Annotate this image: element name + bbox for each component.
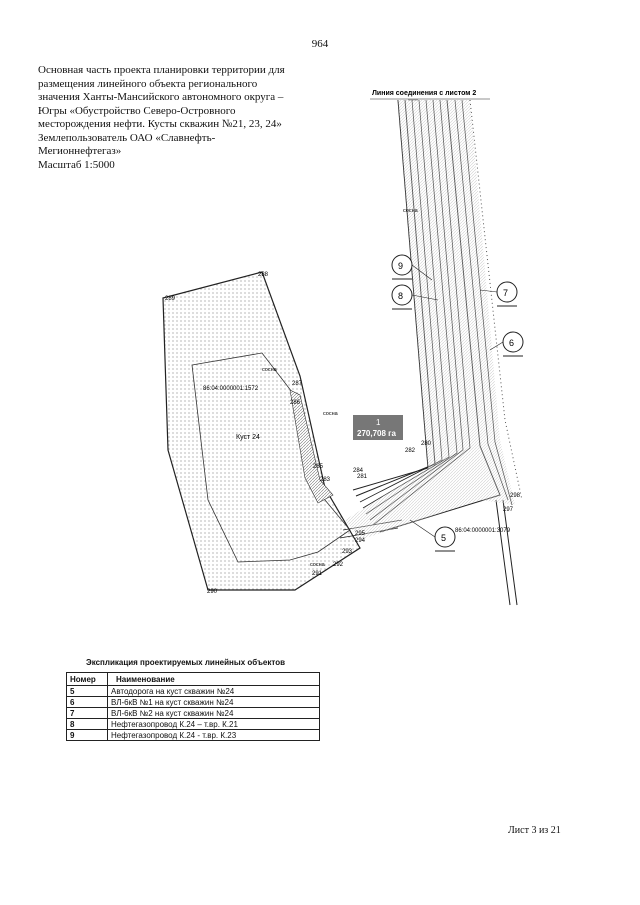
cadastral-left: 86:04:0000001:1572: [203, 386, 259, 392]
legend-header-number: Номер: [66, 672, 108, 686]
legend-row: 8 Нефтегазопровод К.24 – т.вр. К.21: [66, 718, 320, 730]
point-label: 297: [503, 507, 514, 513]
legend-number: 6: [66, 696, 108, 708]
callout-5: 5: [434, 526, 456, 552]
scale-label: Масштаб 1:5000: [38, 158, 115, 171]
legend-row: 7 ВЛ-6кВ №2 на куст скважин №24: [66, 707, 320, 719]
callout-number: 7: [503, 288, 508, 298]
point-label: 291: [312, 571, 323, 577]
legend-number: 7: [66, 707, 108, 719]
legend-name: Автодорога на куст скважин №24: [107, 685, 320, 697]
title-line: Основная часть проекта планировки террит…: [38, 64, 285, 76]
callout-7: 7: [496, 281, 518, 307]
point-label: 280: [421, 441, 432, 447]
point-label: 285: [313, 464, 324, 470]
legend-number: 9: [66, 729, 108, 741]
legend-header-name: Наименование: [107, 672, 320, 686]
point-label: 295: [355, 531, 366, 537]
callout-number: 5: [441, 533, 446, 543]
join-line-label: Линия соединения с листом 2: [372, 90, 476, 97]
point-label: 287: [292, 381, 303, 387]
title-line: Югры «Обустройство Северо-Островного: [38, 104, 236, 117]
point-label: 283: [320, 477, 331, 483]
point-label: 284: [353, 468, 364, 474]
point-label: 282: [405, 448, 416, 454]
callout-9: 9: [391, 254, 413, 280]
boundary-dotted: [469, 99, 523, 501]
legend-name: Нефтегазопровод К.24 - т.вр. К.23: [107, 729, 320, 741]
area-number: 1: [376, 418, 381, 427]
page-number: 964: [311, 38, 329, 50]
callout-6: 6: [502, 331, 524, 357]
point-label: 292: [333, 562, 344, 568]
legend-row: 5 Автодорога на куст скважин №24: [66, 685, 320, 697]
point-label: 290: [207, 589, 218, 595]
legend-name: Нефтегазопровод К.24 – т.вр. К.21: [107, 718, 320, 730]
cadastral-right: 86:04:0000001:3079: [455, 528, 511, 534]
legend-number: 5: [66, 685, 108, 697]
point-label: 289: [165, 296, 176, 302]
legend-name: ВЛ-6кВ №1 на куст скважин №24: [107, 696, 320, 708]
point-label: 281: [357, 474, 368, 480]
callout-number: 8: [398, 291, 403, 301]
legend-number: 8: [66, 718, 108, 730]
point-label: 298: [510, 493, 521, 499]
vegetation-label: сосна: [262, 367, 278, 373]
point-label: 293: [342, 549, 353, 555]
sheet-label: Лист 3 из 21: [508, 825, 561, 836]
title-line: месторождения нефти. Кусты скважин №21, …: [38, 118, 282, 130]
title-line: значения Ханты-Мансийского автономного о…: [38, 91, 284, 103]
legend-header-row: Номер Наименование: [66, 672, 320, 686]
callout-leaders: [409, 264, 504, 538]
document-title: Основная часть проекта планировки террит…: [38, 64, 328, 172]
area-value: 270,708 га: [357, 429, 396, 438]
area-label-bg: [353, 415, 403, 440]
road-area: [289, 389, 334, 504]
well-pad-area: [162, 271, 361, 591]
legend-name: ВЛ-6кВ №2 на куст скважин №24: [107, 707, 320, 719]
pad-label: Куст 24: [236, 434, 260, 441]
title-line: Мегионнефтегаз»: [38, 145, 122, 157]
legend-title: Экспликация проектируемых линейных объек…: [86, 658, 285, 667]
planning-map: Линия соединения с листом 2 1 270,708 га…: [162, 90, 524, 606]
legend-table: Номер Наименование 5 Автодорога на куст …: [66, 672, 320, 741]
vegetation-label: сосна: [323, 411, 339, 417]
callout-number: 6: [509, 338, 514, 348]
legend-row: 6 ВЛ-6кВ №1 на куст скважин №24: [66, 696, 320, 708]
title-line: Землепользователь ОАО «Славнефть-: [38, 131, 216, 144]
point-label: 286: [290, 400, 301, 406]
vegetation-label: сосна: [403, 208, 419, 214]
title-line: размещения линейного объекта регионально…: [38, 77, 258, 90]
point-labels: 288 289 287 286 285 283 284 282 281 280 …: [165, 272, 521, 595]
corridor-band: [345, 100, 515, 540]
callout-8: 8: [391, 284, 413, 310]
vegetation-label: сосна: [310, 562, 326, 568]
legend-row: 9 Нефтегазопровод К.24 - т.вр. К.23: [66, 729, 320, 741]
well-pad-inner: [191, 352, 351, 563]
point-label: 288: [258, 272, 269, 278]
callout-number: 9: [398, 261, 403, 271]
point-label: 294: [355, 538, 366, 544]
